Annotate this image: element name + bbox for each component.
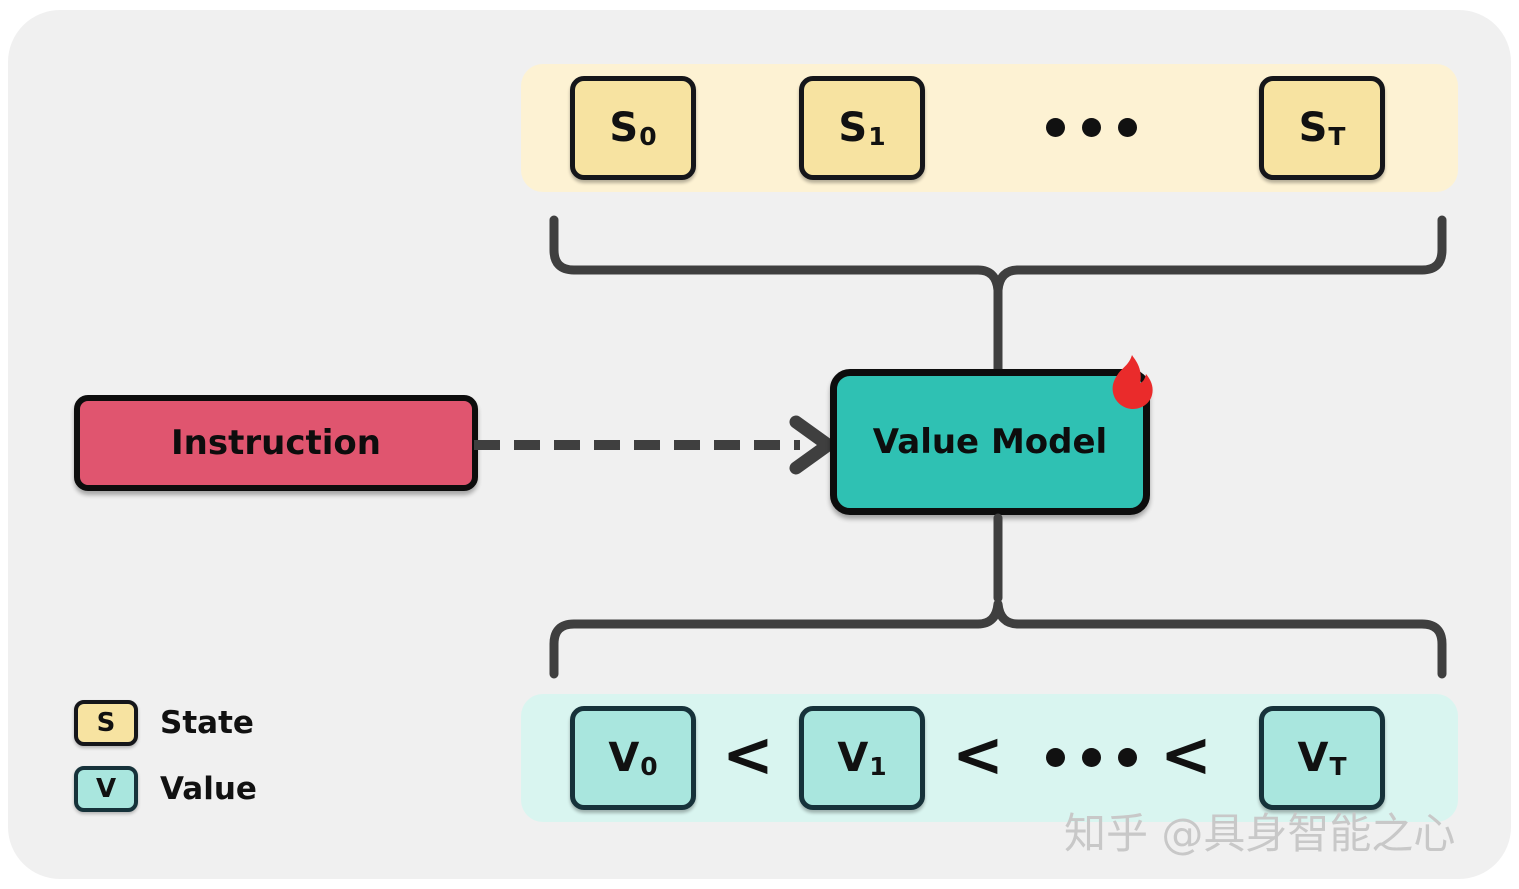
- value-row-ellipsis-icon: [1046, 748, 1137, 767]
- value-model-box[interactable]: Value Model: [830, 355, 1153, 515]
- legend-chip-value: V: [74, 766, 138, 812]
- instruction-to-model-arrow-icon: [474, 415, 835, 475]
- state-box-st-symbol: S: [1298, 105, 1328, 151]
- state-box-s0-symbol: S: [609, 105, 639, 151]
- value-box-v0-subscript: 0: [640, 752, 658, 781]
- less-than-operator-1: <: [722, 718, 774, 791]
- state-row-ellipsis-icon: [1046, 118, 1137, 137]
- value-box-v1-symbol: V: [837, 735, 869, 781]
- legend: S State V Value: [74, 700, 257, 832]
- less-than-operator-3: <: [1160, 718, 1212, 791]
- state-box-st-subscript: T: [1328, 122, 1346, 151]
- value-box-v0-symbol: V: [608, 735, 640, 781]
- value-box-vt-symbol: V: [1297, 735, 1329, 781]
- legend-label-state: State: [160, 705, 254, 741]
- state-box-s1-symbol: S: [838, 105, 868, 151]
- instruction-label: Instruction: [171, 423, 381, 463]
- watermark: 知乎 @具身智能之心: [1064, 809, 1456, 858]
- legend-item-value: V Value: [74, 766, 257, 812]
- state-box-s0-subscript: 0: [639, 122, 657, 151]
- less-than-operator-2: <: [952, 718, 1004, 791]
- value-box-vt-subscript: T: [1329, 752, 1347, 781]
- value-model-label: Value Model: [872, 422, 1108, 462]
- legend-label-value: Value: [160, 771, 257, 807]
- fire-icon: [1112, 355, 1153, 409]
- instruction-box[interactable]: Instruction: [74, 395, 478, 491]
- value-box-v1-subscript: 1: [869, 752, 887, 781]
- model-to-value-brace-icon: [549, 513, 1447, 679]
- legend-item-state: S State: [74, 700, 257, 746]
- state-to-model-brace-icon: [549, 215, 1447, 374]
- legend-chip-state: S: [74, 700, 138, 746]
- state-box-s1-subscript: 1: [868, 122, 886, 151]
